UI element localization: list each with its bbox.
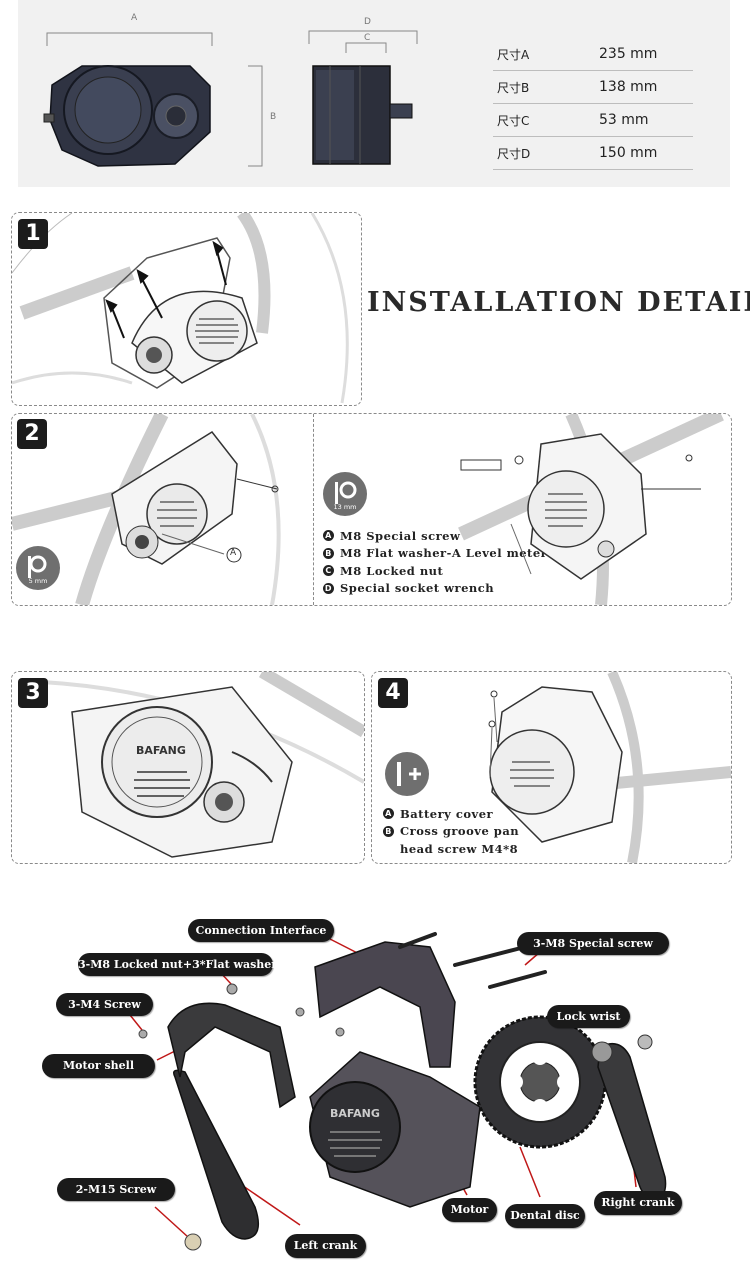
dimension-key: 尺寸B — [493, 70, 598, 104]
label-connection-interface: Connection Interface — [188, 919, 334, 942]
step-4-panel: 4 A Battery cover B Cross groove pan head … — [371, 671, 732, 864]
step-4-badge: 4 — [378, 678, 408, 708]
legend-item: B Cross groove pan — [383, 823, 519, 841]
legend-item: A M8 Special screw — [323, 527, 547, 545]
legend-letter: A — [323, 530, 334, 542]
label-lock-wrist: Lock wrist — [547, 1005, 630, 1028]
step-2-drawing-right — [458, 414, 724, 605]
legend-letter: B — [323, 547, 334, 559]
legend-text: M8 Special screw — [340, 528, 461, 543]
callout-letter: A — [230, 548, 237, 558]
motor-brand: BAFANG — [330, 1107, 380, 1120]
legend-text: Cross groove pan — [400, 824, 520, 839]
step-4-legend: A Battery cover B Cross groove pan head sc… — [383, 805, 519, 858]
panel-divider — [313, 414, 314, 605]
exploded-view: BAFANG — [129, 932, 667, 1251]
motor-front-view — [43, 65, 211, 167]
legend-text: Battery cover — [400, 806, 494, 821]
legend-item: head screw M4*8 — [383, 840, 519, 858]
label-motor-shell: Motor shell — [42, 1054, 155, 1078]
step-3-badge: 3 — [18, 678, 48, 708]
legend-letter: B — [383, 825, 394, 837]
step-2-legend: A M8 Special screw B M8 Flat washer-A Leve… — [323, 527, 547, 597]
dim-label-c: C — [364, 33, 371, 43]
legend-item: D Special socket wrench — [323, 580, 547, 598]
legend-text: head screw M4*8 — [400, 841, 519, 856]
section-title: INSTALLATION DETAILS — [367, 287, 750, 318]
step-2-badge: 2 — [17, 419, 47, 449]
dimension-drawings — [43, 30, 418, 167]
screwdriver-icon — [385, 752, 429, 796]
legend-letter: A — [383, 808, 394, 820]
step-1-panel: 1 — [11, 212, 362, 406]
dimension-value: 235 mm — [598, 38, 693, 71]
legend-text: Special socket wrench — [340, 581, 495, 596]
socket-wrench-size: 13 mm — [333, 503, 357, 511]
dimension-key: 尺寸D — [493, 136, 598, 170]
socket-wrench-icon: 13 mm — [323, 472, 367, 516]
label-m15-screw: 2-M15 Screw — [57, 1178, 175, 1201]
label-m4-screw: 3-M4 Screw — [56, 993, 153, 1016]
step-1-drawing — [12, 213, 349, 404]
step-2-panel: A 5 mm 13 mm A M8 Special screw B M8 Flat … — [11, 413, 732, 606]
motor-side-view — [312, 65, 413, 165]
legend-item: B M8 Flat washer-A Level meter — [323, 545, 547, 563]
step-1-badge: 1 — [18, 219, 48, 249]
label-dental-disc: Dental disc — [505, 1204, 585, 1228]
motor-brand-3: BAFANG — [136, 744, 186, 757]
dim-label-d: D — [364, 17, 371, 27]
dim-label-a: A — [131, 13, 138, 23]
label-right-crank: Right crank — [594, 1191, 682, 1215]
legend-letter: C — [323, 565, 334, 577]
dimension-value: 138 mm — [598, 70, 693, 104]
step-3-drawing: BAFANG — [41, 672, 364, 858]
step-4-drawing — [488, 672, 731, 863]
legend-text: M8 Locked nut — [340, 563, 444, 578]
label-motor: Motor — [442, 1198, 497, 1222]
step-3-panel: BAFANG 3 — [11, 671, 365, 864]
legend-item: C M8 Locked nut — [323, 562, 547, 580]
label-left-crank: Left crank — [285, 1234, 366, 1258]
dimension-key: 尺寸A — [493, 38, 598, 71]
dimension-key: 尺寸C — [493, 103, 598, 137]
hex-key-size: 5 mm — [28, 577, 48, 585]
legend-item: A Battery cover — [383, 805, 519, 823]
dimension-value: 53 mm — [598, 103, 693, 137]
dimension-value: 150 mm — [598, 136, 693, 170]
label-locked-nut: 3-M8 Locked nut+3*Flat washer — [78, 953, 277, 976]
label-m8-special-screw: 3-M8 Special screw — [517, 932, 669, 955]
dim-label-b: B — [270, 112, 277, 122]
legend-text: M8 Flat washer-A Level meter — [340, 546, 548, 561]
step-2-drawing-left — [12, 414, 281, 605]
hex-key-icon: 5 mm — [16, 546, 60, 590]
legend-letter: D — [323, 582, 334, 594]
